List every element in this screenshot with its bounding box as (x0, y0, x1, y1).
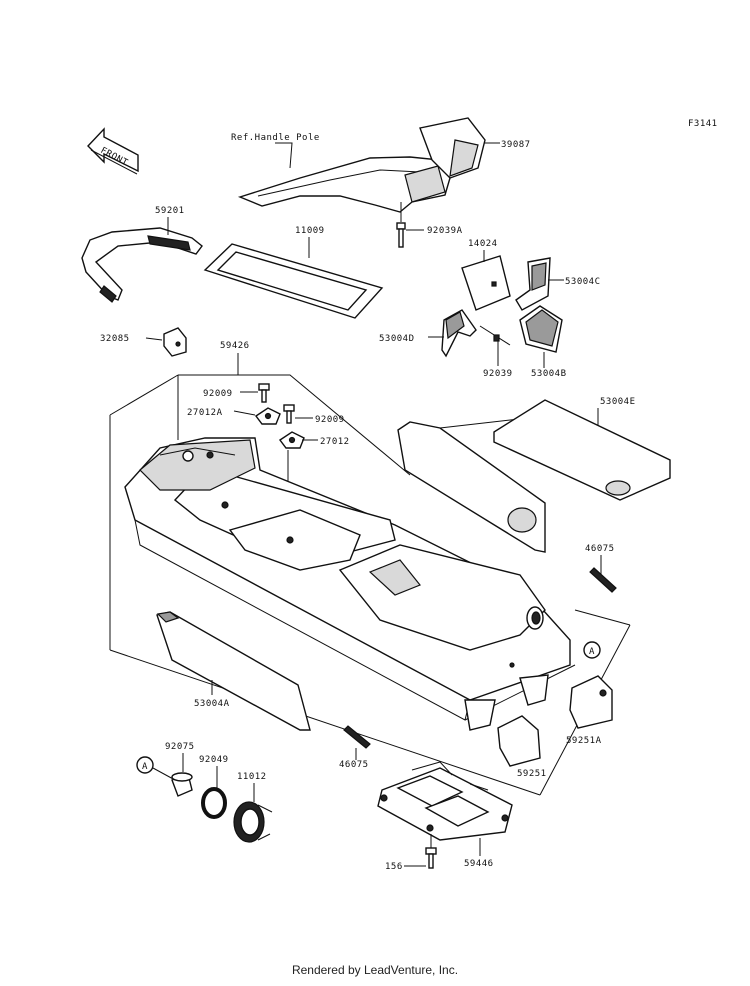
cover-59251 (497, 715, 541, 767)
label-27012: 27012 (320, 437, 350, 447)
label-53004C: 53004C (565, 277, 601, 287)
label-32085: 32085 (100, 334, 130, 344)
label-59446: 59446 (464, 859, 494, 869)
label-53004B: 53004B (531, 369, 567, 379)
label-156: 156 (385, 862, 403, 872)
label-59426: 59426 (220, 341, 250, 351)
cover-59251A (569, 675, 613, 729)
clip-46075-lower (343, 725, 371, 749)
label-92049: 92049 (199, 755, 229, 765)
screw-92039 (479, 325, 511, 366)
label-59201: 59201 (155, 206, 185, 216)
label-92039A: 92039A (427, 226, 463, 236)
mat-53004E (493, 399, 671, 501)
clip-46075-right (589, 567, 617, 593)
mat-53004A (156, 611, 311, 731)
svg-text:A: A (589, 647, 595, 657)
fitting-11012 (233, 801, 273, 843)
label-53004E: 53004E (600, 397, 636, 407)
callout-a-left: A (136, 756, 154, 774)
pad-53004C (515, 257, 551, 311)
label-53004D: 53004D (379, 334, 415, 344)
bolt-156 (425, 847, 437, 869)
ring-92049 (201, 787, 227, 819)
label-92039: 92039 (483, 369, 513, 379)
label-11012: 11012 (237, 772, 267, 782)
label-92009-upper: 92009 (203, 389, 233, 399)
screw-92039A (396, 222, 406, 248)
bolt-92009-lower (283, 404, 295, 424)
label-11009: 11009 (295, 226, 325, 236)
gasket-11009 (203, 243, 384, 319)
pad-53004B (519, 305, 563, 353)
assembly-leader-lines: 59426 (109, 341, 631, 796)
label-46075-right: 46075 (585, 544, 615, 554)
bracket-27012 (278, 431, 305, 449)
label-92009-lower: 92009 (315, 415, 345, 425)
label-92075: 92075 (165, 742, 195, 752)
hull-59426 (124, 437, 576, 731)
label-39087: 39087 (501, 140, 531, 150)
figure-code: F3141 (688, 119, 718, 129)
callout-a-right: A (583, 641, 601, 659)
plug-92075 (171, 772, 193, 797)
label-ref-handle-pole: Ref.Handle Pole (231, 133, 320, 143)
bracket-27012A (254, 407, 281, 425)
pad-53004D (441, 309, 477, 358)
pad-14024 (461, 255, 511, 311)
svg-text:A: A (142, 762, 148, 772)
label-53004A: 53004A (194, 699, 230, 709)
label-27012A: 27012A (187, 408, 223, 418)
grab-bar-59201 (81, 227, 203, 303)
label-14024: 14024 (468, 239, 498, 249)
mat-53004 (397, 421, 546, 553)
bolt-92009-upper (258, 383, 270, 403)
footer-credit: Rendered by LeadVenture, Inc. (291, 963, 459, 977)
label-59251A: 59251A (566, 736, 602, 746)
cap-32085 (163, 327, 187, 357)
handle-pole-cover (237, 117, 486, 213)
grate-59446 (377, 761, 513, 841)
label-46075-lower: 46075 (339, 760, 369, 770)
front-arrow-icon: FRONT (87, 127, 139, 175)
label-59251: 59251 (517, 769, 547, 779)
